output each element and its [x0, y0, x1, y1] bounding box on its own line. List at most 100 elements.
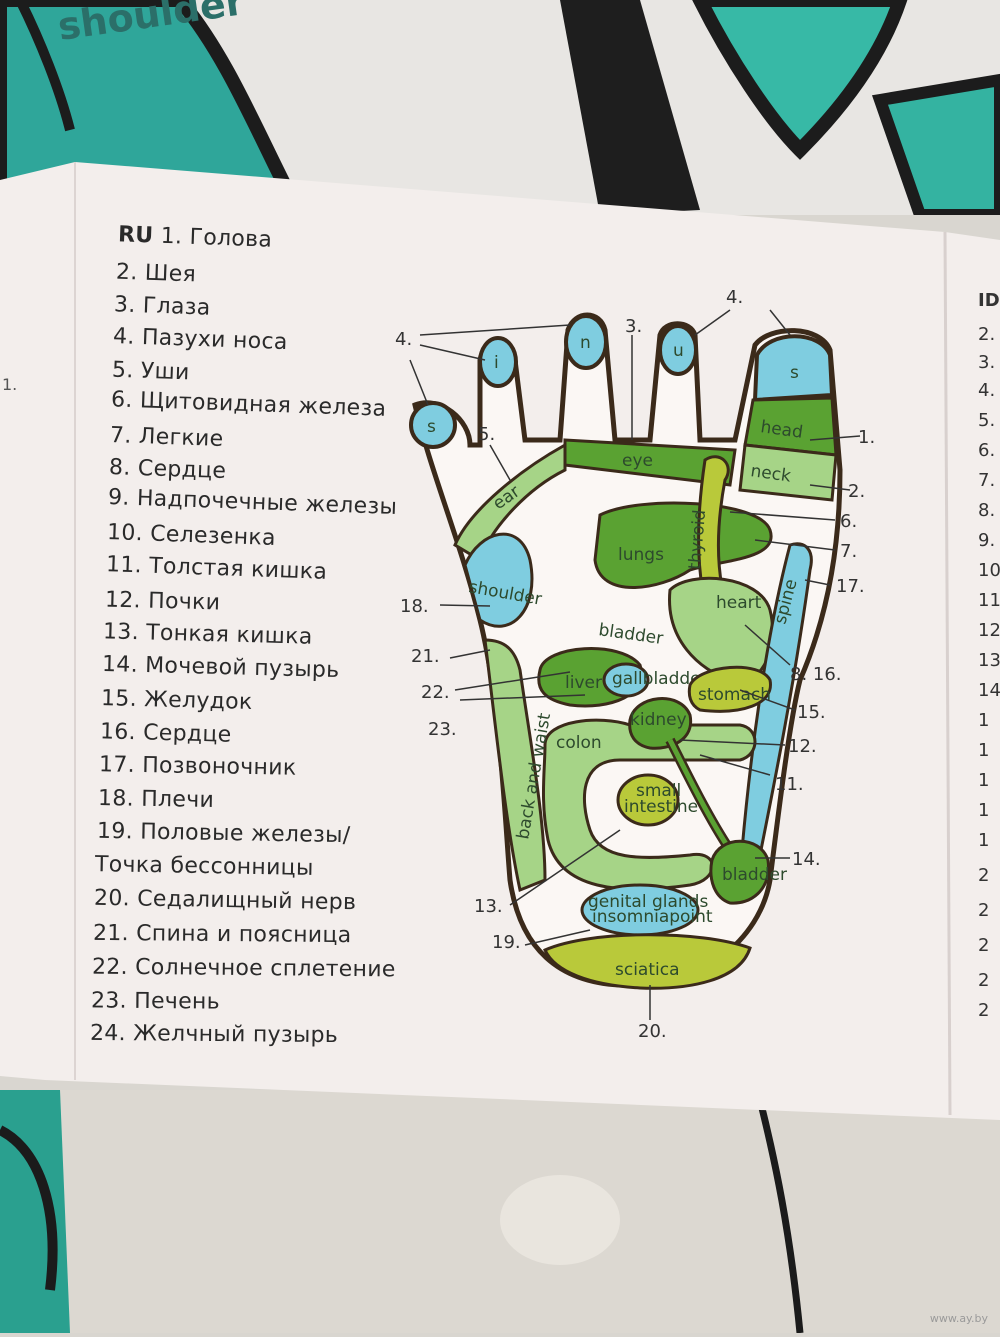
partial-text: 2 [978, 1000, 990, 1021]
label-eye: eye [622, 451, 653, 471]
partial-text: 9. [978, 530, 996, 551]
callout-23: 23. [428, 719, 457, 740]
toe-label-2: i [494, 353, 499, 373]
partial-text: 10 [978, 560, 1000, 581]
legend-item-19: 19. Половые железы/ [96, 818, 351, 849]
callout-19: 19. [492, 932, 521, 953]
foot-diagram: s i n u s head neck eye ear shoulder lun… [395, 287, 875, 1042]
left-edge-mark: 1. [2, 375, 18, 394]
label-liver: liver [565, 673, 602, 693]
legend-item-18: 18. Плечи [97, 785, 215, 814]
legend-item-23: 23. Печень [90, 988, 221, 1015]
legend-item-19-cont: Точка бессонницы [94, 852, 314, 881]
zone-kidney [628, 697, 693, 750]
legend-item-13: 13. Тонкая кишка [102, 619, 313, 650]
label-colon: colon [556, 733, 602, 753]
label-lungs: lungs [618, 545, 664, 565]
zone-neck [738, 443, 838, 502]
partial-text: 5. [978, 410, 996, 431]
partial-text: 8. [978, 500, 996, 521]
toe-zone-4 [658, 324, 698, 376]
zone-stomach [687, 665, 772, 713]
zone-sciatica [543, 933, 752, 990]
legend-item-20: 20. Седалищный нерв [93, 885, 357, 916]
callout-4b: 4. [726, 287, 743, 308]
callout-14: 14. [792, 849, 821, 870]
partial-text: 2 [978, 900, 990, 921]
partial-text: 4. [978, 380, 996, 401]
callout-18: 18. [400, 596, 429, 617]
toe-zone-3 [564, 314, 608, 370]
label-small-intestine-2: intestine [624, 797, 698, 817]
label-genital-1: genital glands [588, 892, 708, 912]
legend-item-24: 24. Желчный пузырь [89, 1020, 339, 1049]
callout-21: 21. [411, 646, 440, 667]
partial-text: 2 [978, 935, 990, 956]
legend-item-22: 22. Солнечное сплетение [91, 954, 396, 983]
toe-label-5: s [790, 363, 799, 383]
partial-text: 11 [978, 590, 1000, 611]
partial-text: 1 [978, 740, 990, 761]
language-code: RU [117, 222, 154, 249]
legend-item-16: 16. Сердце [99, 719, 232, 748]
toe-label-1: s [427, 417, 436, 437]
legend-item-10: 10. Селезенка [106, 520, 277, 551]
partial-text: 14 [978, 680, 1000, 701]
zone-shoulder [463, 532, 534, 628]
partial-text: ID [978, 290, 1000, 311]
fabric-background-bottom [0, 1090, 1000, 1334]
toe-label-3: n [580, 333, 591, 353]
zone-lungs [593, 501, 773, 589]
callout-6: 6. [840, 511, 857, 532]
toe-zone-1 [409, 401, 457, 449]
partial-text: 2 [978, 970, 990, 991]
partial-text: 13 [978, 650, 1000, 671]
zone-back-and-waist [483, 638, 547, 893]
legend-item-3: 3. Глаза [113, 292, 211, 321]
zone-small-intestine [616, 773, 680, 827]
partial-text: 1 [978, 770, 990, 791]
label-kidney: kidney [630, 710, 687, 730]
callout-22: 22. [421, 682, 450, 703]
zone-gallbladder [602, 662, 650, 698]
legend-item-14: 14. Мочевой пузырь [101, 651, 340, 684]
callout-lines [409, 309, 861, 1020]
callout-20: 20. [638, 1021, 667, 1042]
watermark: www.ay.by [929, 1312, 988, 1325]
callout-8-16: 8. 16. [790, 664, 842, 685]
legend-item-2: 2. Шея [115, 259, 197, 288]
callout-5: 5. [478, 424, 495, 445]
partial-text: 12 [978, 620, 1000, 641]
partial-text: 7. [978, 470, 996, 491]
legend-item-9: 9. Надпочечные железы [107, 484, 398, 521]
partial-text: 3. [978, 352, 996, 373]
callout-7: 7. [840, 541, 857, 562]
legend-item-1: RU 1. Голова [117, 222, 273, 253]
zone-bladder-bottom [709, 839, 770, 905]
callout-15: 15. [797, 702, 826, 723]
toe-label-4: u [673, 341, 684, 361]
legend-item-12: 12. Почки [104, 587, 221, 616]
legend-item-15: 15. Желудок [100, 686, 253, 715]
label-sciatica: sciatica [615, 960, 680, 980]
toe-zone-2 [478, 336, 518, 388]
label-heart: heart [716, 593, 762, 613]
callout-17: 17. [836, 576, 865, 597]
callout-3: 3. [625, 316, 642, 337]
callout-11: 11. [775, 774, 804, 795]
label-genital-2: insomniapoint [592, 907, 713, 927]
label-stomach: stomach [698, 685, 771, 705]
legend-item-11: 11. Толстая кишка [105, 552, 328, 585]
callout-1: 1. [858, 427, 875, 448]
legend-item-17: 17. Позвоночник [98, 752, 297, 781]
toe-zone-5 [752, 334, 835, 403]
legend-item-6: 6. Щитовидная железа [110, 387, 387, 422]
partial-text: 1 [978, 830, 990, 851]
callout-13: 13. [474, 896, 503, 917]
partial-text: 1 [978, 710, 990, 731]
partial-text: 1 [978, 800, 990, 821]
legend-list: RU 1. Голова 2. Шея 3. Глаза 4. Пазухи н… [82, 222, 422, 1049]
callout-4a: 4. [395, 329, 412, 350]
label-small-intestine-1: small [636, 781, 681, 801]
legend-item-4: 4. Пазухи носа [112, 323, 289, 356]
